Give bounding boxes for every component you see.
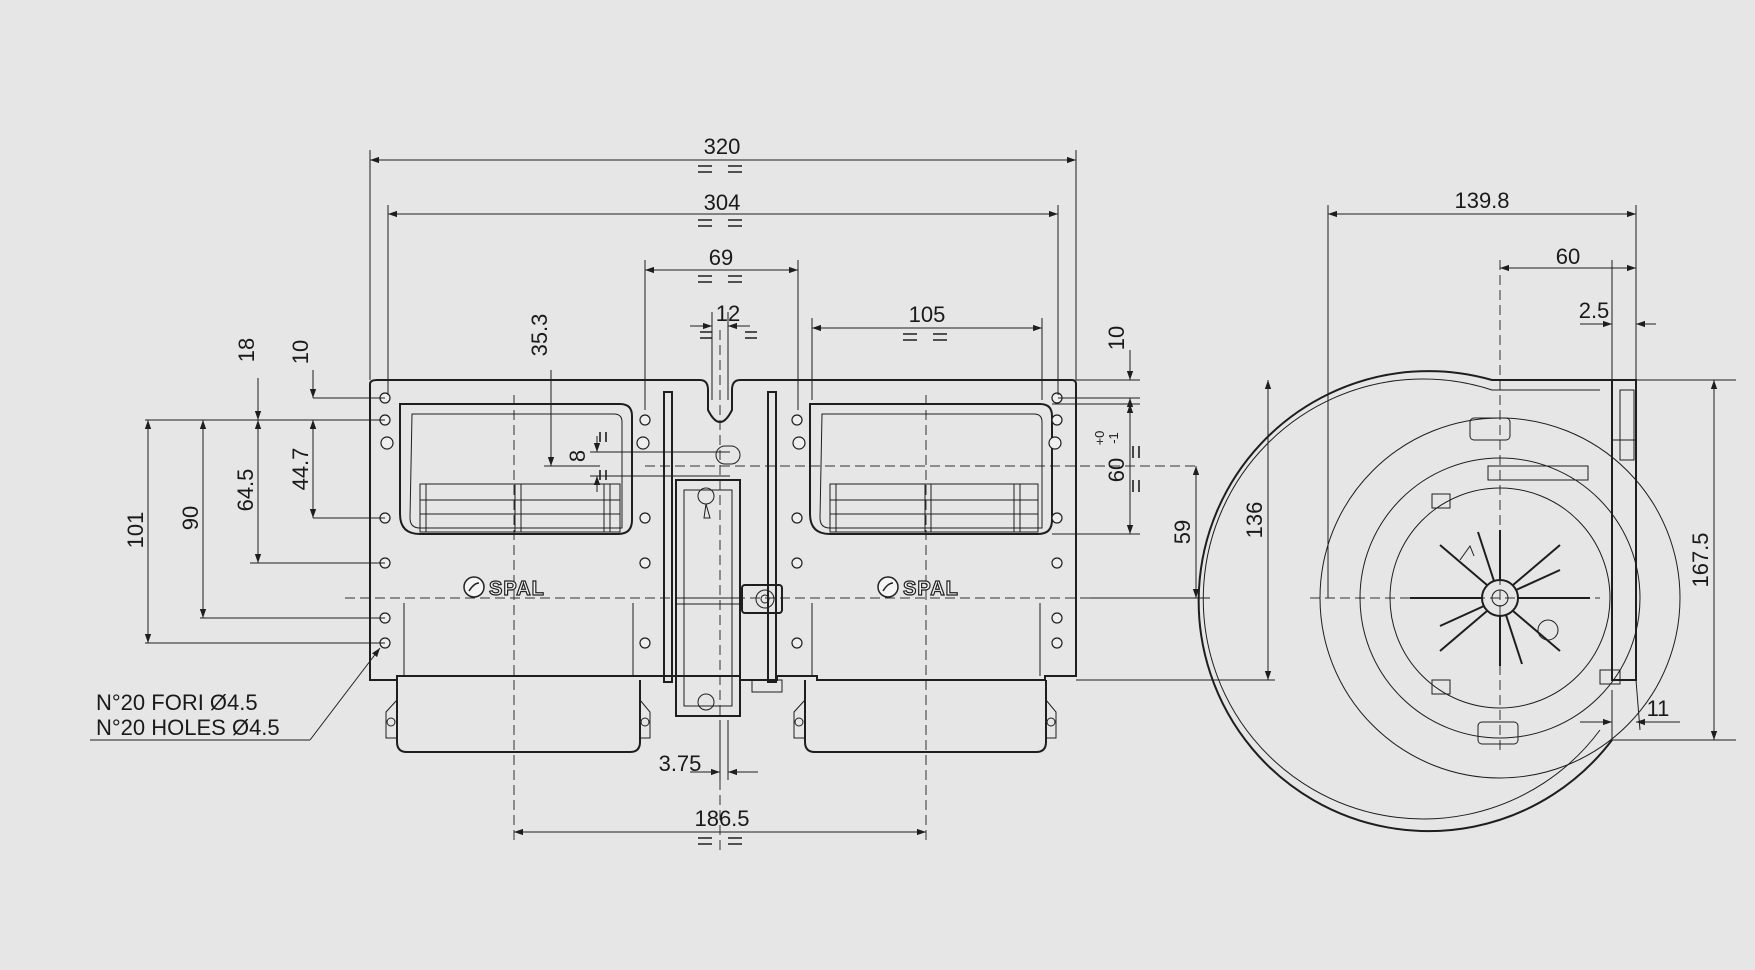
- dim-35-3: 35.3: [527, 314, 552, 357]
- dim-64-5: 64.5: [233, 469, 258, 512]
- side-flange: [1611, 379, 1637, 681]
- dim-186-5: 186.5: [694, 806, 749, 831]
- dim-59: 59: [1170, 520, 1195, 544]
- front-dimensions: 320 304 69 12 105 35.3: [90, 134, 1275, 845]
- dim-3-75: 3.75: [659, 751, 702, 776]
- dim-60: 60: [1104, 458, 1129, 482]
- side-scroll-housing: [1197, 370, 1613, 833]
- note-holes-it: N°20 FORI Ø4.5: [96, 690, 258, 715]
- logo-text-right: SPAL: [903, 578, 959, 600]
- left-outlet: [399, 403, 633, 535]
- note-holes-en: N°20 HOLES Ø4.5: [96, 715, 280, 740]
- dim-90: 90: [178, 506, 203, 530]
- dim-18: 18: [234, 338, 259, 362]
- dim-139-8: 139.8: [1454, 188, 1509, 213]
- dim-11: 11: [1647, 696, 1670, 721]
- dim-10-left: 10: [288, 340, 313, 364]
- motor-wheel: [1410, 530, 1590, 666]
- front-housing-plate: [369, 379, 1077, 681]
- right-outlet: [809, 403, 1053, 535]
- dim-320: 320: [704, 134, 741, 159]
- dim-8: 8: [565, 450, 590, 462]
- front-view: SPAL SPAL 320 304: [90, 134, 1275, 855]
- dim-69: 69: [709, 245, 733, 270]
- dim-60-side: 60: [1556, 244, 1580, 269]
- dim-2-5: 2.5: [1579, 298, 1610, 323]
- dim-10-right: 10: [1104, 326, 1129, 350]
- dim-60-tol-upper: +0: [1092, 431, 1107, 446]
- logo-text-left: SPAL: [489, 578, 545, 600]
- dim-101: 101: [123, 512, 148, 549]
- side-view: 139.8 60 2.5 167.5 11: [1197, 188, 1736, 833]
- mounting-holes: [379, 392, 1063, 649]
- dim-136: 136: [1242, 502, 1267, 539]
- central-motor-bracket: [663, 391, 783, 717]
- spal-logo-left: SPAL: [463, 576, 545, 601]
- spal-logo-right: SPAL: [877, 576, 959, 601]
- lower-housings: [385, 603, 1057, 753]
- dim-304: 304: [704, 190, 741, 215]
- dim-12: 12: [716, 301, 740, 326]
- dim-105: 105: [909, 302, 946, 327]
- dim-60-tol-lower: -1: [1106, 432, 1121, 444]
- side-dimensions: 139.8 60 2.5 167.5 11: [1327, 188, 1736, 741]
- dim-167-5: 167.5: [1688, 532, 1713, 587]
- dim-44-7: 44.7: [288, 448, 313, 491]
